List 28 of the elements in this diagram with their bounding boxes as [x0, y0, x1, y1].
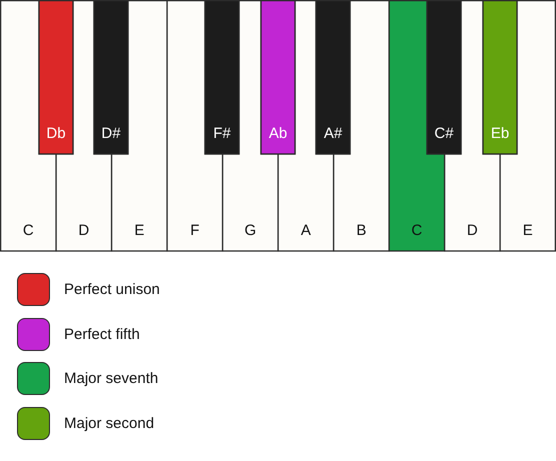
note-label: Ab: [268, 125, 288, 142]
legend-text: Major second: [64, 414, 154, 432]
note-label: C: [411, 222, 422, 239]
piano-key: [204, 0, 240, 155]
note-label: F#: [213, 125, 231, 142]
note-label: B: [356, 222, 366, 239]
legend-text: Perfect unison: [64, 281, 160, 298]
piano-key: [482, 0, 518, 155]
note-label: Db: [46, 125, 66, 142]
note-label: Eb: [490, 125, 510, 142]
note-label: D: [78, 222, 90, 239]
note-label: C#: [434, 125, 454, 142]
piano-key: [426, 0, 462, 155]
piano-key: [93, 0, 129, 155]
note-label: A: [300, 222, 311, 239]
piano-key: [315, 0, 351, 155]
note-label: A#: [324, 125, 342, 142]
note-label: E: [522, 222, 533, 239]
note-label: E: [134, 222, 144, 239]
legend-text: Perfect fifth: [64, 326, 140, 342]
note-label: G: [244, 222, 256, 239]
note-label: C: [22, 222, 34, 239]
piano-key: [260, 0, 296, 155]
legend-text: Major seventh: [64, 370, 158, 387]
note-label: F: [190, 222, 200, 239]
note-label: D#: [101, 125, 121, 142]
piano-key: [38, 0, 74, 155]
note-label: D: [466, 222, 478, 239]
